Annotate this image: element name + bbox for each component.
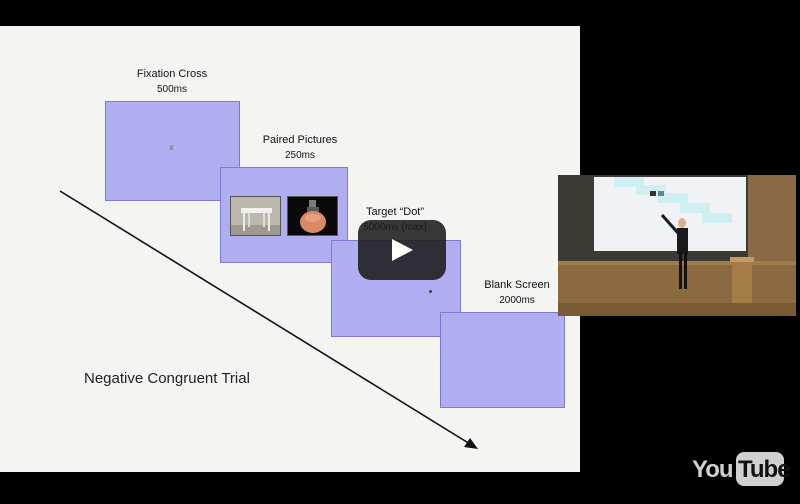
timeline-arrow bbox=[59, 190, 478, 449]
fixation-cross-box: x bbox=[105, 101, 240, 201]
play-button[interactable] bbox=[358, 220, 446, 280]
youtube-logo-tube: Tube bbox=[738, 456, 791, 483]
speaker-camera-inset bbox=[558, 175, 796, 316]
fixation-cross-title: Fixation Cross bbox=[136, 68, 208, 80]
target-dot-title: Target “Dot” bbox=[365, 206, 425, 218]
paired-pictures-box bbox=[220, 167, 348, 263]
youtube-logo[interactable]: You Tube bbox=[692, 452, 791, 488]
trial-label: Negative Congruent Trial bbox=[84, 370, 250, 387]
blank-screen-duration: 2000ms bbox=[499, 295, 535, 306]
target-dot bbox=[429, 290, 432, 293]
speaker-video-frame bbox=[558, 175, 796, 316]
paired-pictures-title: Paired Pictures bbox=[262, 134, 338, 146]
blank-screen-title: Blank Screen bbox=[484, 279, 550, 291]
presentation-slide: Fixation Cross 500ms x Paired Pictures 2… bbox=[0, 26, 580, 472]
table-picture bbox=[230, 196, 281, 236]
gun-picture bbox=[287, 196, 338, 236]
fixation-cross-duration: 500ms bbox=[156, 84, 187, 95]
blank-screen-box bbox=[440, 312, 565, 408]
youtube-logo-you: You bbox=[692, 456, 734, 483]
paired-pictures-duration: 250ms bbox=[284, 150, 315, 161]
youtube-logo-tube-bg bbox=[736, 452, 784, 486]
play-icon bbox=[392, 239, 413, 261]
fixation-cross-symbol: x bbox=[169, 143, 174, 152]
